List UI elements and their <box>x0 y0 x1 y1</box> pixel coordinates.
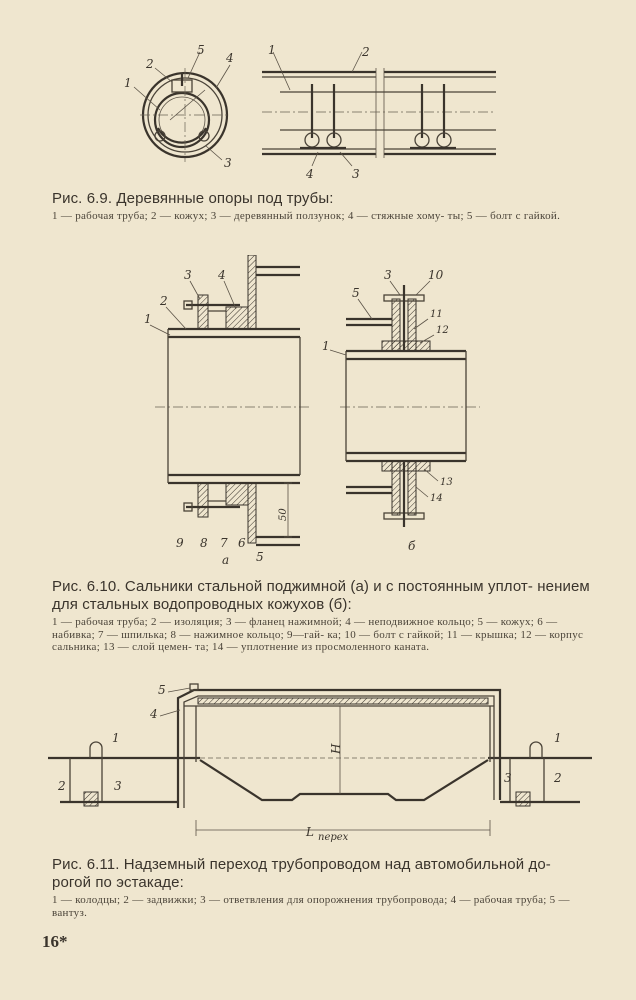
caption-title-6-11: Рис. 6.11. Надземный переход трубопровод… <box>52 856 551 891</box>
callout-4: 4 <box>225 51 234 65</box>
caption-6-10: Рис. 6.10. Сальники стальной поджимной (… <box>52 578 592 654</box>
callout-5: 5 <box>197 43 205 57</box>
c-callout-4: 4 <box>149 707 158 721</box>
gland-b <box>340 285 480 527</box>
b-callout-1: 1 <box>322 339 330 353</box>
b-callout-5: 5 <box>352 286 360 300</box>
pipe-longitudinal-view <box>262 68 496 158</box>
a-callout-3: 3 <box>184 268 192 282</box>
fig-6-9-callouts: 1 2 3 4 5 <box>124 43 234 170</box>
c-callout-2-right: 2 <box>553 771 562 785</box>
c-callout-3-left: 3 <box>114 779 122 793</box>
c-callout-3-right: 3 <box>504 771 512 785</box>
figure-6-11-drawing: H L перех 5 4 1 2 3 1 3 2 <box>0 680 636 850</box>
a-callout-6: 6 <box>238 536 246 550</box>
b-callout-13: 13 <box>440 477 453 488</box>
callout-2: 2 <box>145 57 154 71</box>
callout-3-long: 3 <box>352 167 360 181</box>
gland-b-callouts: 3 10 5 11 12 1 13 14 б <box>322 268 453 553</box>
caption-legend-6-9: 1 — рабочая труба; 2 — кожух; 3 — деревя… <box>52 210 561 222</box>
gland-a: 50 <box>155 255 310 547</box>
a-callout-8: 8 <box>200 536 208 550</box>
a-callout-9: 9 <box>176 536 184 550</box>
c-callout-5: 5 <box>158 683 166 697</box>
figure-6-9-drawing: 1 2 3 4 5 1 2 <box>0 40 636 190</box>
b-callout-14: 14 <box>430 493 443 504</box>
c-callout-2-left: 2 <box>57 779 66 793</box>
c-callout-1-right: 1 <box>554 731 562 745</box>
callout-1: 1 <box>124 76 132 90</box>
b-callout-3: 3 <box>384 268 392 282</box>
caption-legend-6-10: 1 — рабочая труба; 2 — изоляция; 3 — фла… <box>52 616 584 653</box>
page-number: 16* <box>42 932 68 951</box>
b-callout-10: 10 <box>428 268 444 282</box>
callout-1-long: 1 <box>268 43 276 57</box>
caption-title-6-9: Рис. 6.9. Деревянные опоры под трубы: <box>52 190 334 207</box>
gland-a-callouts: 3 4 2 1 9 8 7 6 5 а <box>144 268 264 564</box>
a-callout-7: 7 <box>220 536 228 550</box>
b-callout-11: 11 <box>430 309 443 320</box>
caption-6-9: Рис. 6.9. Деревянные опоры под трубы: 1 … <box>52 190 592 223</box>
dim-l: L <box>305 825 314 839</box>
caption-title-6-10: Рис. 6.10. Сальники стальной поджимной (… <box>52 578 590 613</box>
c-callout-1-left: 1 <box>112 731 120 745</box>
a-callout-1: 1 <box>144 312 152 326</box>
b-callout-12: 12 <box>436 325 449 336</box>
callout-3: 3 <box>224 156 232 170</box>
figure-6-10-drawing: 50 3 4 2 1 9 8 7 6 5 а а <box>0 255 636 565</box>
sub-label-b: б <box>408 539 416 553</box>
caption-legend-6-11: 1 — колодцы; 2 — задвижки; 3 — ответвлен… <box>52 894 570 919</box>
dim-50: 50 <box>278 508 289 521</box>
fig-6-9-long-callouts: 1 2 4 3 <box>268 43 370 181</box>
pipe-cross-section <box>140 68 230 162</box>
callout-2-long: 2 <box>361 45 370 59</box>
a-callout-4: 4 <box>217 268 226 282</box>
dim-l-sub: перех <box>318 832 349 843</box>
callout-4-long: 4 <box>305 167 314 181</box>
dim-h: H <box>329 743 343 755</box>
a-callout-5: 5 <box>256 550 264 564</box>
caption-6-11: Рис. 6.11. Надземный переход трубопровод… <box>52 856 592 919</box>
sub-label-a-visible: а <box>222 553 229 565</box>
a-callout-2: 2 <box>159 294 168 308</box>
